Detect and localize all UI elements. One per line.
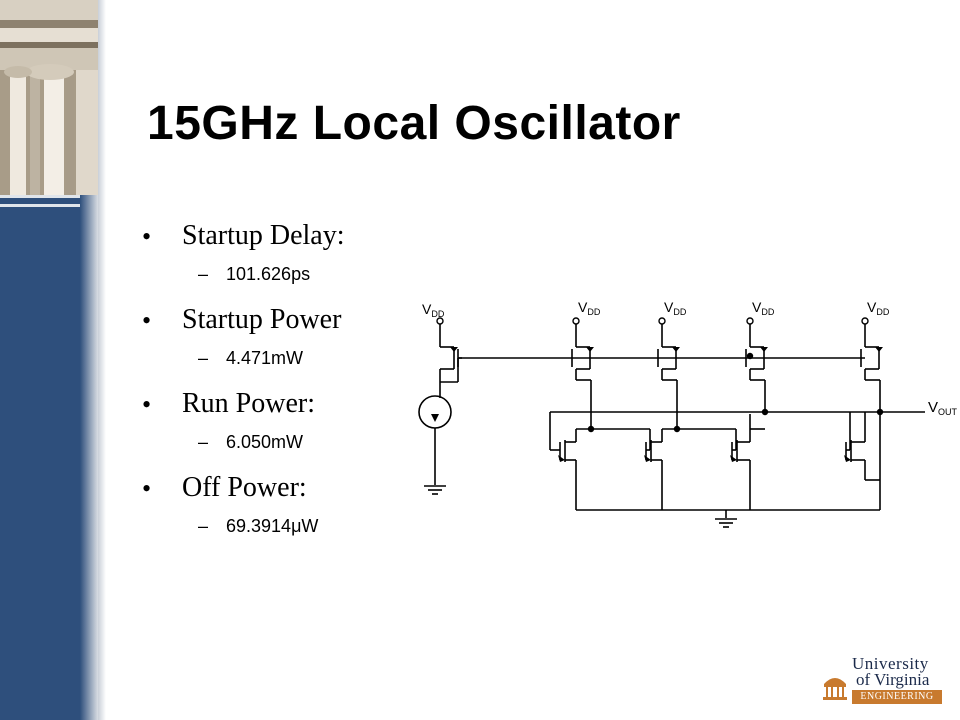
- logo-virginia-text: of Virginia: [856, 670, 930, 689]
- sub-bullet-marker: –: [198, 264, 209, 284]
- sub-bullet-marker: –: [198, 348, 209, 368]
- bullet-item: • Startup Delay: – 101.626ps: [142, 220, 422, 304]
- sub-bullet-marker: –: [198, 432, 209, 452]
- bullet-item: • Run Power: – 6.050mW: [142, 388, 422, 472]
- sidebar-stripe: [0, 204, 98, 207]
- sidebar-stripe: [0, 195, 98, 198]
- bullet-label: Off Power:: [182, 472, 307, 503]
- sub-bullet-value: 69.3914μW: [226, 516, 319, 536]
- oscillator-schematic: VDD VDD VDD VDD VDD VOUT: [418, 299, 958, 528]
- vdd-label: VDD: [422, 301, 445, 319]
- sidebar-decoration: [0, 0, 98, 720]
- bullet-label: Startup Power: [182, 304, 342, 335]
- bullet-label: Startup Delay:: [182, 220, 345, 251]
- bullet-item: • Off Power: – 69.3914μW: [142, 472, 422, 556]
- logo-university-text: University: [852, 654, 929, 673]
- vdd-label: VDD: [867, 299, 890, 317]
- column-photo: [0, 0, 98, 195]
- bullet-marker: •: [142, 222, 152, 251]
- sub-bullet-value: 4.471mW: [226, 348, 304, 368]
- sub-bullet-value: 6.050mW: [226, 432, 304, 452]
- vout-label: VOUT: [928, 399, 958, 417]
- bullet-marker: •: [142, 390, 152, 419]
- logo-engineering-bar: ENGINEERING: [852, 690, 942, 704]
- sub-bullet-value: 101.626ps: [226, 264, 311, 284]
- university-logo: University of Virginia ENGINEERING: [822, 654, 946, 706]
- sidebar-shadow: [80, 195, 98, 720]
- schematic-markers: [431, 347, 884, 462]
- vdd-label: VDD: [752, 299, 775, 317]
- vdd-label: VDD: [578, 299, 601, 317]
- bullet-item: • Startup Power – 4.471mW: [142, 304, 422, 388]
- bullet-marker: •: [142, 306, 152, 335]
- bullet-label: Run Power:: [182, 388, 315, 419]
- rotunda-icon: [823, 678, 847, 700]
- vdd-label: VDD: [664, 299, 687, 317]
- bullet-marker: •: [142, 474, 152, 503]
- sub-bullet-marker: –: [198, 516, 209, 536]
- schematic-wires: [418, 324, 925, 528]
- supply-terminals: [436, 317, 869, 325]
- sidebar-edge: [98, 0, 106, 720]
- bullet-list: • Startup Delay: – 101.626ps • Startup P…: [142, 220, 422, 556]
- slide-title: 15GHz Local Oscillator: [147, 97, 681, 150]
